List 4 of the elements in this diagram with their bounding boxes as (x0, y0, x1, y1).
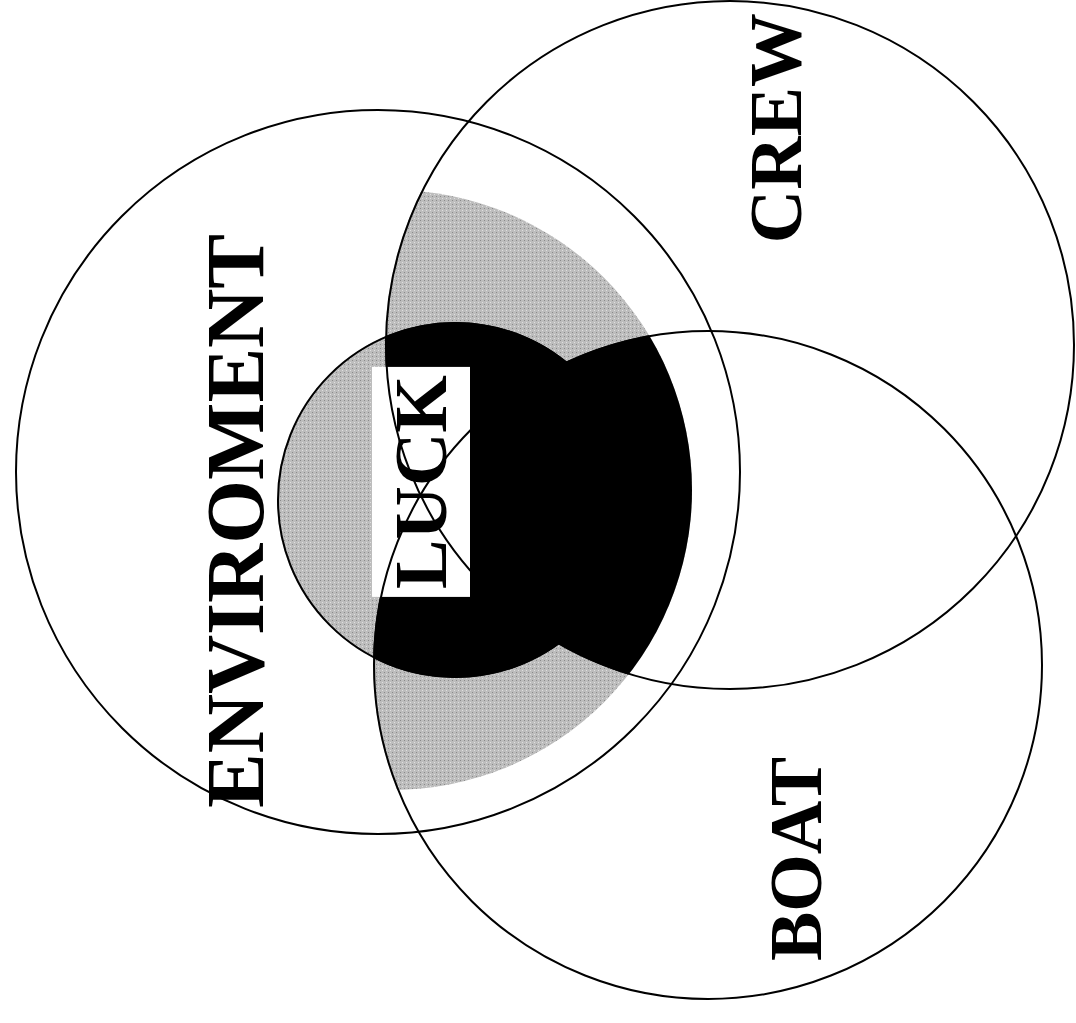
set-label: ENVIROMENT (195, 234, 277, 808)
set-label: CREW (739, 12, 813, 244)
set-label: BOAT (759, 756, 833, 962)
set-label: LUCK (372, 367, 470, 597)
